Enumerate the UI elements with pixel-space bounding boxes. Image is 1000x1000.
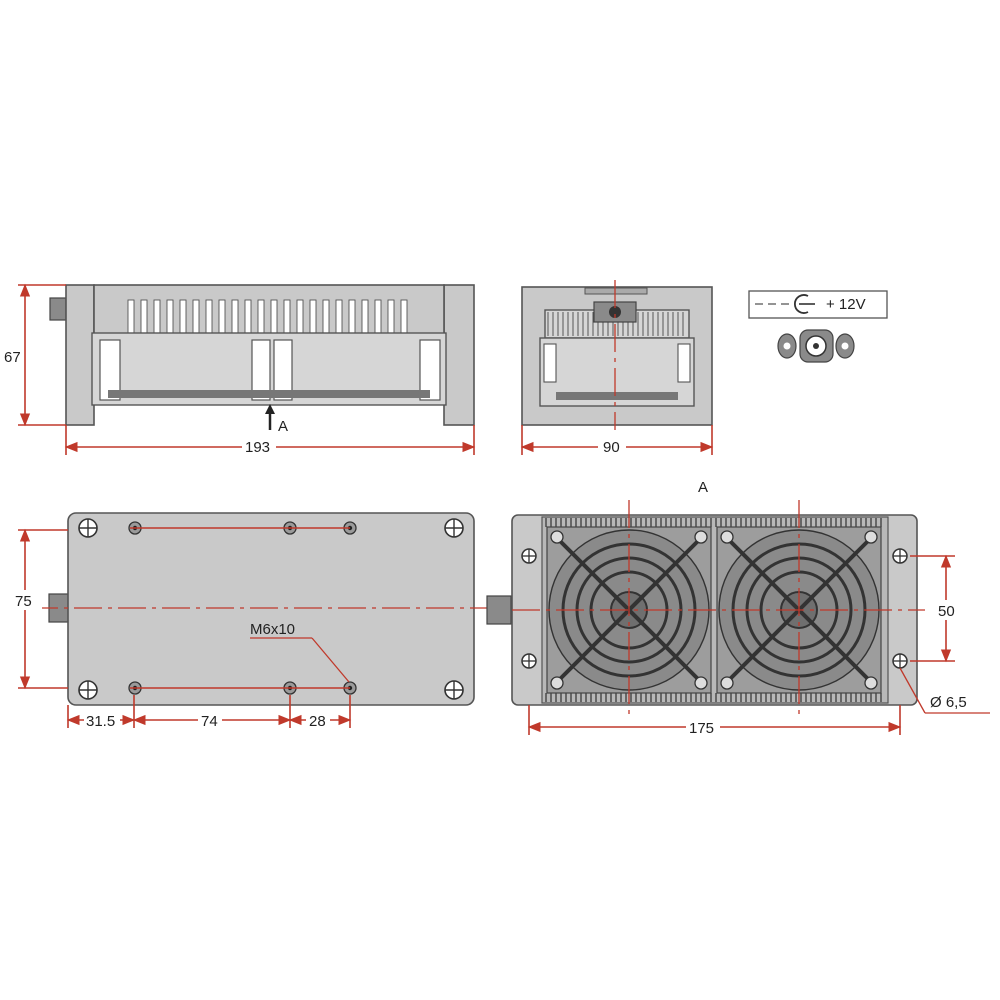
fin: [309, 299, 317, 335]
dim-315-label: 31.5: [86, 713, 115, 730]
dim-175-label: 175: [689, 720, 714, 737]
mount-hole-tl-icon: [521, 548, 537, 564]
flange-hole-left-icon: [783, 342, 791, 350]
flange-hole-right-icon: [841, 342, 849, 350]
mount-hole-bl-icon: [521, 653, 537, 669]
dia-leader: [899, 667, 926, 714]
dc-jack-icon: [794, 294, 809, 314]
top-housing: [67, 512, 475, 706]
side-slot-right: [419, 339, 441, 401]
corner-hole-tl-icon: [78, 518, 98, 538]
mount-hole-br-icon: [892, 653, 908, 669]
side-slot-left: [99, 339, 121, 401]
corner-hole-bl-icon: [78, 680, 98, 700]
end-connector-pin-icon: [609, 306, 621, 318]
fin: [296, 299, 304, 335]
fan-plug-icon: [486, 595, 512, 625]
fin: [270, 299, 278, 335]
dim-315-mask: [84, 711, 120, 729]
fin: [400, 299, 408, 335]
view-a-arrowhead-icon: [265, 404, 275, 414]
dim-74-label: 74: [201, 713, 218, 730]
side-right-bracket: [443, 284, 475, 426]
dim-193-mask: [242, 438, 276, 456]
fan-right-icon: [716, 526, 882, 694]
dim-28-label: 28: [309, 713, 326, 730]
end-top-rail: [584, 287, 648, 295]
view-a-marker: A: [278, 418, 288, 435]
fin: [231, 299, 239, 335]
fan-view: A: [486, 479, 990, 737]
flange-pin-icon: [813, 343, 819, 349]
fan-view-title: A: [698, 479, 708, 496]
dim-67-label: 67: [4, 349, 21, 366]
dim-90-label: 90: [603, 439, 620, 456]
side-base-strip: [108, 390, 430, 398]
thread-label: M6x10: [250, 621, 295, 638]
connector-detail: + 12V: [748, 290, 888, 363]
fin: [179, 299, 187, 335]
corner-hole-tr-icon: [444, 518, 464, 538]
dim-75-mask: [12, 590, 42, 610]
dim-193-label: 193: [245, 439, 270, 456]
m6-leader: [311, 637, 350, 683]
end-view: 90: [520, 280, 714, 456]
fin: [127, 299, 135, 335]
grille-bars: [545, 518, 882, 702]
dia-label: Ø 6,5: [930, 694, 967, 711]
fin: [387, 299, 395, 335]
dim-50-mask: [934, 600, 964, 620]
fin: [205, 299, 213, 335]
fin: [257, 299, 265, 335]
fin: [283, 299, 291, 335]
side-slot-mid-a: [251, 339, 271, 401]
fin: [348, 299, 356, 335]
fin: [166, 299, 174, 335]
dim-75-label: 75: [15, 593, 32, 610]
fin: [244, 299, 252, 335]
end-base-strip: [556, 392, 678, 400]
dim-74-mask: [198, 711, 222, 729]
side-left-bracket: [65, 284, 95, 426]
side-slot-mid-b: [273, 339, 293, 401]
fin: [374, 299, 382, 335]
top-view: M6x10 75 31.5 74 28: [12, 512, 520, 730]
fin: [335, 299, 343, 335]
dim-50-label: 50: [938, 603, 955, 620]
fin: [218, 299, 226, 335]
corner-hole-br-icon: [444, 680, 464, 700]
fin: [153, 299, 161, 335]
end-slot-right: [677, 343, 691, 383]
fin: [361, 299, 369, 335]
dim-175-mask: [686, 718, 720, 736]
dim-90-mask: [598, 438, 626, 456]
side-view: A 67 193: [4, 283, 476, 456]
fin: [192, 299, 200, 335]
voltage-label: + 12V: [826, 296, 866, 313]
dim-28-mask: [306, 711, 330, 729]
fin: [140, 299, 148, 335]
heatsink-block: [93, 284, 445, 336]
end-slot-left: [543, 343, 557, 383]
mount-hole-tr-icon: [892, 548, 908, 564]
fin: [322, 299, 330, 335]
fan-screws: [550, 530, 878, 690]
side-plug-icon: [49, 297, 67, 321]
